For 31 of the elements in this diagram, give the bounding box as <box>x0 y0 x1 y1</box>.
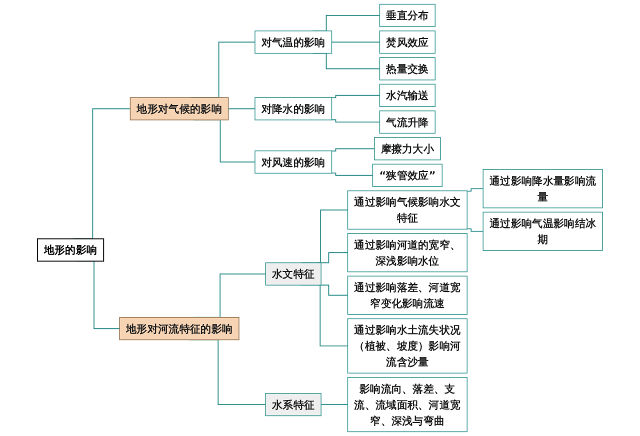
node-box: 对风速的影响 <box>254 150 332 174</box>
node-box: 对降水的影响 <box>254 97 332 120</box>
connector <box>466 188 484 192</box>
node-box: 通过影响降水量影响流量 <box>482 169 603 208</box>
node-box: 通过影响河道的宽窄、深浅影响水位 <box>347 233 468 272</box>
node-box: 水系特征 <box>265 392 322 416</box>
node-box: 气流升降 <box>379 110 436 134</box>
node-box: 通过影响气候影响水文特征 <box>347 190 468 230</box>
node-box: 对气温的影响 <box>254 30 332 54</box>
node-box: 通过影响水土流失状况（植被、坡度）影响河流含沙量 <box>347 318 468 374</box>
node-box: 水文特征 <box>265 262 322 286</box>
node-box: 焚风效应 <box>379 30 436 54</box>
node-box: 水汽输送 <box>379 84 436 107</box>
connector <box>331 119 380 123</box>
node-box: 地形对河流特征的影响 <box>119 317 240 340</box>
connector <box>228 108 256 110</box>
connector <box>331 42 380 43</box>
node-box: 摩擦力大小 <box>374 137 441 160</box>
node-box: 垂直分布 <box>379 4 436 28</box>
node-box: 影响流向、落差、支流、流域面积、河道宽窄、深浅与弯曲 <box>347 376 468 432</box>
connector <box>331 148 375 152</box>
connector <box>331 172 374 176</box>
connector <box>331 94 380 98</box>
node-box: 通过影响气温影响结冰期 <box>482 212 603 251</box>
node-box: 热量交换 <box>379 57 436 80</box>
connector <box>320 404 348 406</box>
node-box: 地形的影响 <box>36 238 104 262</box>
node-box: “狭管效应” <box>372 164 443 187</box>
node-box: 通过影响落差、河道宽窄变化影响流速 <box>347 276 468 315</box>
connector <box>466 228 484 232</box>
node-box: 地形对气候的影响 <box>130 97 229 120</box>
